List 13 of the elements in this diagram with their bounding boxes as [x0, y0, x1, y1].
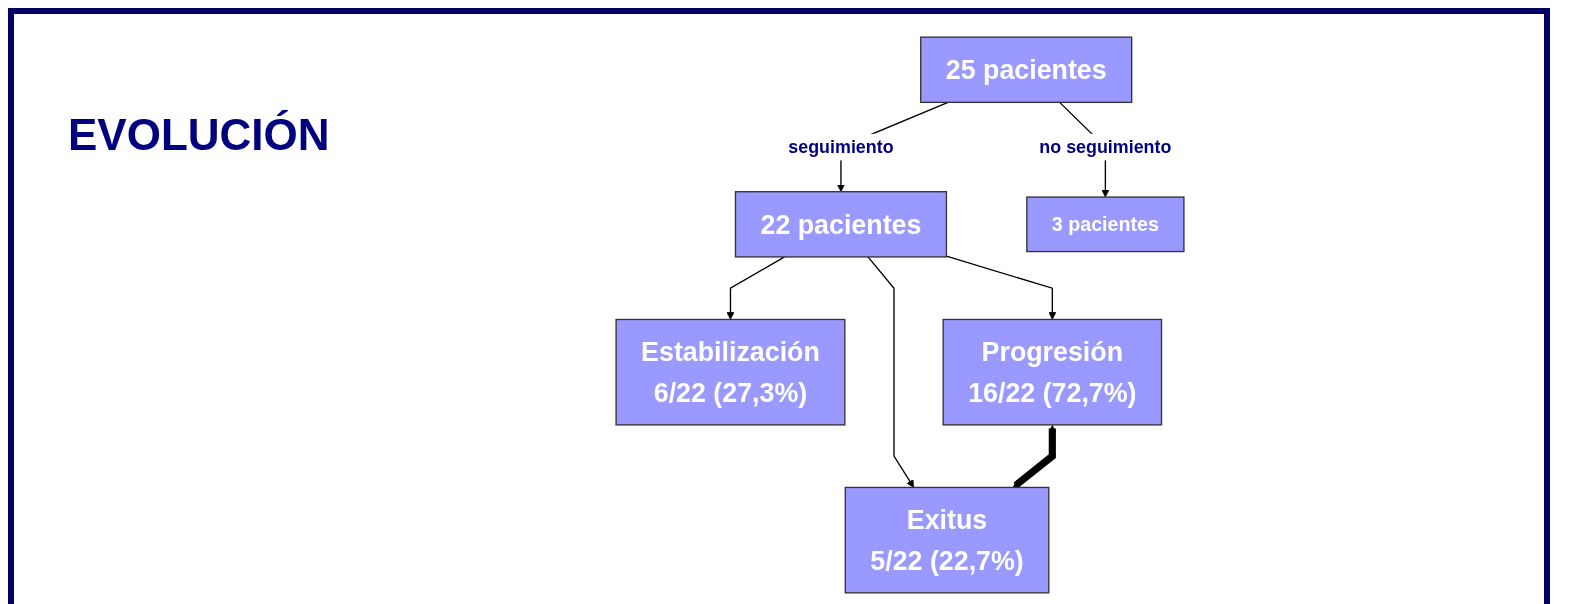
arrow: [945, 255, 1057, 320]
node-box: 25 pacientes: [920, 36, 1133, 104]
edge-label: seguimiento: [788, 137, 894, 157]
node-box: 3 pacientes: [1026, 196, 1185, 253]
node-box: Progresión 16/22 (72,7%): [942, 318, 1163, 426]
node-box: Exitus 5/22 (22,7%): [844, 486, 1050, 594]
node-box: Estabilización 6/22 (27,3%): [615, 318, 846, 426]
arrow: [867, 256, 915, 488]
edge-label: no seguimiento: [1039, 137, 1172, 157]
slide-title: EVOLUCIÓN: [68, 110, 330, 160]
arrow: [726, 256, 786, 320]
arrow: [1012, 424, 1057, 488]
node-box: 22 pacientes: [734, 191, 948, 258]
